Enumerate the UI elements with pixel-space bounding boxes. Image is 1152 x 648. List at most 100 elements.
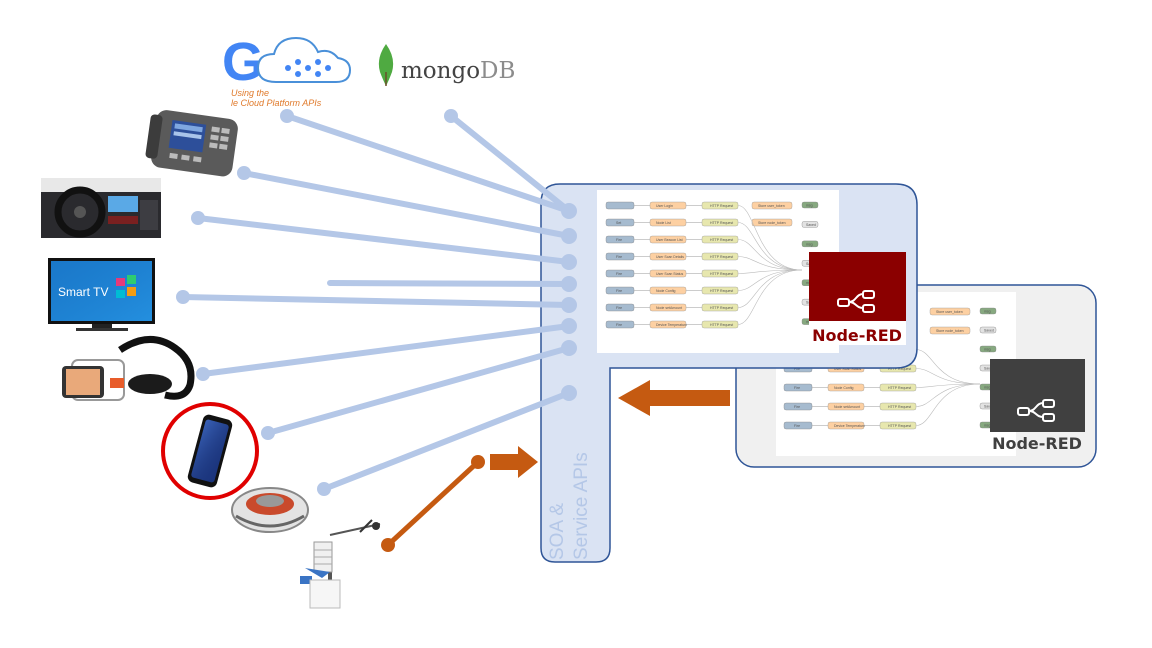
flow-debug-label: msg bbox=[984, 424, 991, 428]
cloud-icon bbox=[256, 36, 352, 83]
smart-tv-icon: Smart TV bbox=[48, 258, 155, 331]
flow-store-label: Store node_token bbox=[936, 329, 964, 333]
flow-row: Fire User Scan Status HTTP Request bbox=[605, 269, 739, 278]
flow-row: Fire User Scan Details HTTP Request bbox=[605, 252, 739, 261]
connector-tv bbox=[180, 294, 572, 308]
soa-label: SOA & Service APIs bbox=[547, 452, 592, 560]
flow-http-label: HTTP Request bbox=[710, 323, 733, 327]
connector-phone bbox=[265, 345, 572, 436]
soa-label-line2: Service APIs bbox=[571, 452, 592, 560]
flow-store-label: Store user_token bbox=[936, 310, 963, 314]
flow-debug-label: msg bbox=[984, 386, 991, 390]
flow-function-label: Node setAmount bbox=[656, 306, 682, 310]
connector-dots bbox=[176, 109, 577, 496]
connector-google bbox=[284, 113, 572, 214]
flow-http-label: HTTP Request bbox=[888, 424, 911, 428]
mongodb-wordmark: mongoDB bbox=[401, 58, 515, 84]
flow-function-label: Device Temperature bbox=[656, 323, 687, 327]
flow-http-label: HTTP Request bbox=[710, 204, 733, 208]
smartphone-icon bbox=[161, 402, 259, 500]
smart-tv-label: Smart TV bbox=[58, 285, 108, 299]
robot-vacuum-icon bbox=[231, 487, 309, 533]
google-g-icon: G bbox=[222, 32, 264, 92]
flow-row: Fire Device Temperature HTTP Request bbox=[783, 421, 917, 430]
node-red-logo-secondary bbox=[990, 359, 1085, 432]
flow-function-label: User Scan Status bbox=[834, 367, 861, 371]
flow-row: Set Node List HTTP Request Store node_token bbox=[605, 218, 793, 227]
flow-inject-label: Fire bbox=[616, 255, 622, 259]
flow-inject-label: Fire bbox=[794, 405, 800, 409]
flow-store-label: Store node_token bbox=[758, 221, 786, 225]
flow-debug-label: msg bbox=[984, 348, 991, 352]
flow-function-label: User Login bbox=[656, 204, 673, 208]
connector-mongodb bbox=[448, 113, 572, 214]
node-red-icon bbox=[1017, 399, 1055, 422]
flow-http-label: HTTP Request bbox=[710, 238, 733, 242]
node-red-icon bbox=[837, 290, 875, 313]
flow-http-label: HTTP Request bbox=[888, 367, 911, 371]
flow-function-label: User Scan Status bbox=[656, 272, 683, 276]
flow-inject-label: Fire bbox=[616, 289, 622, 293]
connector-lines bbox=[180, 113, 572, 492]
mongodb-logo: mongoDB bbox=[378, 44, 515, 86]
connector-car bbox=[195, 215, 572, 265]
flow-inject-label: Fire bbox=[616, 272, 622, 276]
flow-inject-label: Fire bbox=[794, 424, 800, 428]
connector-vr bbox=[200, 323, 572, 377]
flow-function-label: Device Temperature bbox=[834, 424, 865, 428]
flow-row: Fire Node Config HTTP Request bbox=[783, 383, 917, 392]
flow-http-label: HTTP Request bbox=[710, 272, 733, 276]
flow-debug-label: msg bbox=[806, 204, 813, 208]
flow-row: Fire Node Config HTTP Request bbox=[605, 286, 739, 295]
flow-http-label: HTTP Request bbox=[710, 306, 733, 310]
flow-http-label: HTTP Request bbox=[710, 221, 733, 225]
connector-robot bbox=[321, 390, 572, 492]
flow-store-label: Store user_token bbox=[758, 204, 785, 208]
flow-debug-label: Saved bbox=[806, 223, 816, 227]
flow-function-label: User Scan Details bbox=[656, 255, 684, 259]
flow-function-label: Node setAmount bbox=[834, 405, 860, 409]
flow-http-label: HTTP Request bbox=[888, 405, 911, 409]
soa-label-line1: SOA & bbox=[547, 503, 568, 560]
flow-inject-label: Fire bbox=[794, 367, 800, 371]
flow-inject-label: Set bbox=[616, 221, 621, 225]
orange-connectors bbox=[381, 380, 730, 552]
flow-http-label: HTTP Request bbox=[710, 255, 733, 259]
flow-debug-label: Saved bbox=[984, 367, 994, 371]
arrow-right-icon bbox=[490, 446, 538, 478]
weather-station-icon bbox=[300, 519, 381, 609]
car-dashboard-icon bbox=[41, 178, 161, 238]
flow-inject-label: Fire bbox=[616, 306, 622, 310]
flow-row: Fire Node setAmount HTTP Request bbox=[605, 303, 739, 312]
connector-handheld bbox=[241, 170, 572, 239]
mongodb-leaf-icon bbox=[378, 44, 394, 86]
flow-row: User Login HTTP Request Store user_token bbox=[605, 201, 793, 210]
flow-function-label: Node Config bbox=[834, 386, 854, 390]
flow-debug-label: Saved bbox=[984, 329, 994, 333]
vr-headset-icon bbox=[62, 336, 195, 401]
flow-http-label: HTTP Request bbox=[710, 289, 733, 293]
flow-debug-label: msg bbox=[806, 242, 813, 246]
google-caption-line2: le Cloud Platform APIs bbox=[231, 98, 322, 108]
flow-row: Fire Device Temperature HTTP Request bbox=[605, 320, 739, 329]
handheld-terminal-icon bbox=[145, 110, 238, 177]
arrow-left-icon bbox=[618, 380, 730, 416]
flow-inject-label: Fire bbox=[616, 238, 622, 242]
node-red-label-secondary: Node-RED bbox=[992, 434, 1082, 453]
flow-function-label: Node Config bbox=[656, 289, 676, 293]
flow-inject-label: Fire bbox=[616, 323, 622, 327]
flow-debug-label: msg bbox=[984, 310, 991, 314]
flow-function-label: User Beacon List bbox=[656, 238, 683, 242]
node-red-label-primary: Node-RED bbox=[812, 326, 902, 345]
flow-row: Fire Node setAmount HTTP Request bbox=[783, 402, 917, 411]
flow-http-label: HTTP Request bbox=[888, 386, 911, 390]
connector-extra bbox=[327, 280, 572, 287]
flow-inject-label: Fire bbox=[794, 386, 800, 390]
google-caption-line1: Using the bbox=[231, 88, 269, 98]
flow-debug-label: Saved bbox=[984, 405, 994, 409]
node-red-logo-primary bbox=[809, 252, 906, 321]
flow-function-label: Node List bbox=[656, 221, 671, 225]
flow-row: Fire User Beacon List HTTP Request bbox=[605, 235, 739, 244]
google-cloud-logo: G Using the le Cloud Platform APIs bbox=[222, 32, 352, 108]
